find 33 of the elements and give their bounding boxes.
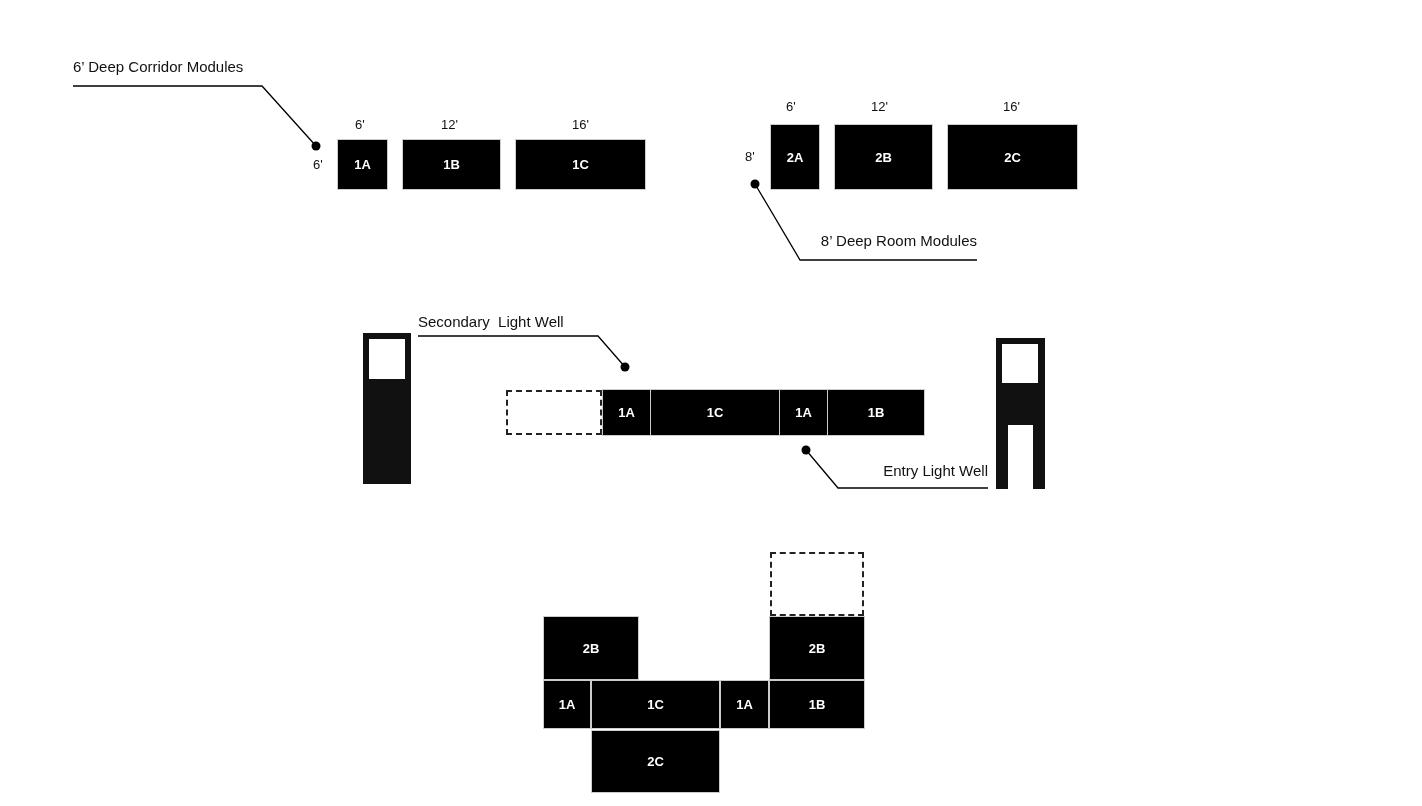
module-block: 2B: [835, 125, 932, 189]
leader-label: 8’ Deep Room Modules: [800, 232, 977, 260]
module-block: 1C: [651, 390, 779, 435]
module-block: 1C: [516, 140, 645, 189]
module-block: 1A: [603, 390, 650, 435]
module-block: 1A: [721, 681, 768, 728]
module-block: 1A: [544, 681, 590, 728]
module-block: 1B: [770, 681, 864, 728]
dimension-label: 6': [786, 99, 796, 114]
module-block: 1C: [592, 681, 719, 728]
dimension-label: 16': [1003, 99, 1020, 114]
module-block: 1B: [828, 390, 924, 435]
module-block: 2B: [770, 617, 864, 679]
module-block: 1B: [403, 140, 500, 189]
leader-line: [417, 335, 630, 372]
dimension-label: 6': [355, 117, 365, 132]
leader-line: [750, 179, 978, 261]
leader-label: Entry Light Well: [838, 462, 988, 488]
leader-label: Secondary Light Well: [418, 313, 598, 336]
dimension-label: 8': [745, 149, 755, 164]
dimension-label: 6': [313, 157, 323, 172]
module-block: 1A: [338, 140, 387, 189]
dimension-label: 16': [572, 117, 589, 132]
module-block: 2C: [948, 125, 1077, 189]
dimension-label: 12': [871, 99, 888, 114]
module-block: 2A: [771, 125, 819, 189]
module-block: 1A: [780, 390, 827, 435]
module-block: 2B: [544, 617, 638, 679]
leader-label: 6’ Deep Corridor Modules: [73, 58, 262, 86]
dimension-label: 12': [441, 117, 458, 132]
leader-line: [801, 445, 989, 489]
leader-line: [72, 85, 321, 151]
module-block: 2C: [592, 731, 719, 792]
